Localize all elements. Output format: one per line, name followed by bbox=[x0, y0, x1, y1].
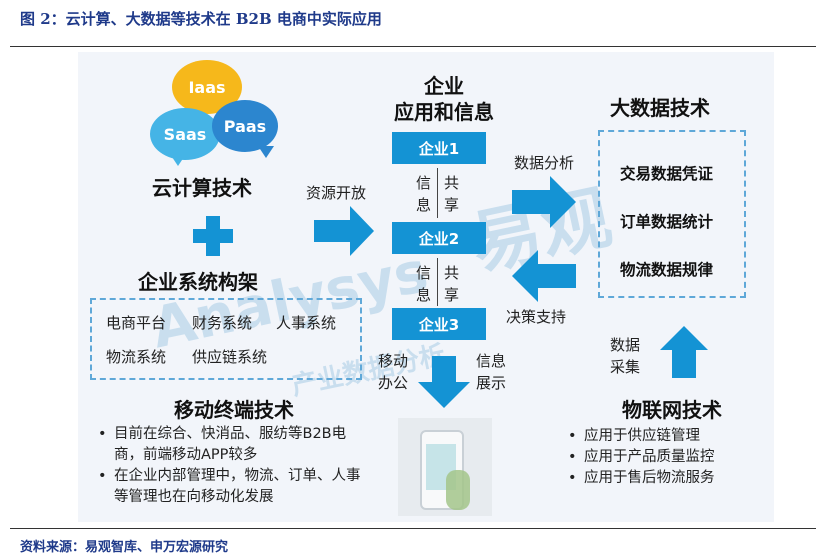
mobile-bullet: 目前在综合、快消品、服纺等B2B电商，前端移动APP较多 bbox=[96, 424, 364, 466]
data-analysis-arrow bbox=[512, 176, 576, 228]
enterprise-box-3: 企业3 bbox=[392, 308, 486, 340]
iot-heading: 物联网技术 bbox=[622, 398, 722, 422]
erp-item-ecommerce: 电商平台 bbox=[106, 314, 167, 332]
paas-label: Paas bbox=[223, 116, 267, 136]
share-top-divider bbox=[437, 168, 438, 218]
resource-open-arrow bbox=[314, 206, 374, 256]
share-bottom-left-1: 信 bbox=[416, 264, 432, 282]
iot-bullet: 应用于产品质量监控 bbox=[566, 447, 766, 468]
center-heading-line1: 企业 bbox=[424, 74, 464, 98]
saas-bubble: Saas bbox=[150, 108, 220, 160]
decision-support-arrow bbox=[512, 250, 576, 302]
resource-open-label: 资源开放 bbox=[306, 184, 367, 202]
cloud-heading: 云计算技术 bbox=[152, 176, 252, 200]
share-bottom-divider bbox=[437, 258, 438, 306]
share-top-left-2: 息 bbox=[416, 196, 432, 214]
mobile-bullet-list: 目前在综合、快消品、服纺等B2B电商，前端移动APP较多 在企业内部管理中，物流… bbox=[96, 424, 364, 508]
bigdata-box bbox=[598, 130, 746, 298]
erp-systems-box bbox=[90, 298, 362, 380]
saas-label: Saas bbox=[163, 124, 207, 144]
up-arrow bbox=[660, 326, 708, 378]
enterprise-box-2: 企业2 bbox=[392, 222, 486, 254]
phone-hand bbox=[446, 470, 470, 510]
mobile-bullet: 在企业内部管理中，物流、订单、人事等管理也在向移动化发展 bbox=[96, 466, 364, 508]
saas-tail bbox=[170, 154, 186, 166]
mobile-office-line1: 移动 bbox=[378, 352, 409, 370]
data-collect-line1: 数据 bbox=[610, 336, 641, 354]
share-top-right-2: 享 bbox=[444, 196, 460, 214]
bigdata-item-transaction: 交易数据凭证 bbox=[620, 165, 714, 183]
down-arrow bbox=[418, 356, 470, 408]
bigdata-item-orders: 订单数据统计 bbox=[620, 213, 714, 231]
share-bottom-right-2: 享 bbox=[444, 286, 460, 304]
erp-heading: 企业系统构架 bbox=[138, 270, 258, 294]
share-bottom-left-2: 息 bbox=[416, 286, 432, 304]
erp-item-finance: 财务系统 bbox=[192, 314, 253, 332]
iot-bullet: 应用于供应链管理 bbox=[566, 426, 766, 447]
iot-bullet-list: 应用于供应链管理 应用于产品质量监控 应用于售后物流服务 bbox=[566, 426, 766, 489]
share-top-left-1: 信 bbox=[416, 174, 432, 192]
mobile-office-line2: 办公 bbox=[378, 374, 409, 392]
erp-item-supplychain: 供应链系统 bbox=[192, 348, 268, 366]
iaas-label: Iaas bbox=[188, 77, 226, 97]
enterprise-3-label: 企业3 bbox=[418, 315, 460, 334]
paas-tail bbox=[258, 146, 274, 158]
data-analysis-label: 数据分析 bbox=[514, 154, 575, 172]
bigdata-item-logistics: 物流数据规律 bbox=[620, 261, 714, 279]
erp-item-hr: 人事系统 bbox=[276, 314, 337, 332]
info-display-line1: 信息 bbox=[476, 352, 507, 370]
share-top-right-1: 共 bbox=[444, 174, 460, 192]
bottom-rule bbox=[10, 528, 816, 529]
data-collect-line2: 采集 bbox=[610, 358, 641, 376]
top-rule bbox=[10, 46, 816, 47]
mobile-heading: 移动终端技术 bbox=[174, 398, 294, 422]
figure-title: 图 2：云计算、大数据等技术在 B2B 电商中实际应用 bbox=[20, 10, 382, 28]
enterprise-box-1: 企业1 bbox=[392, 132, 486, 164]
figure-source: 资料来源：易观智库、申万宏源研究 bbox=[20, 540, 229, 555]
bigdata-heading: 大数据技术 bbox=[610, 96, 710, 120]
info-display-line2: 展示 bbox=[476, 374, 507, 392]
decision-support-label: 决策支持 bbox=[506, 308, 567, 326]
iot-bullet: 应用于售后物流服务 bbox=[566, 468, 766, 489]
enterprise-1-label: 企业1 bbox=[418, 139, 460, 158]
share-bottom-right-1: 共 bbox=[444, 264, 460, 282]
enterprise-2-label: 企业2 bbox=[418, 229, 460, 248]
paas-bubble: Paas bbox=[212, 100, 278, 152]
erp-item-logistics: 物流系统 bbox=[106, 348, 167, 366]
plus-icon bbox=[193, 216, 233, 256]
center-heading-line2: 应用和信息 bbox=[394, 100, 494, 124]
